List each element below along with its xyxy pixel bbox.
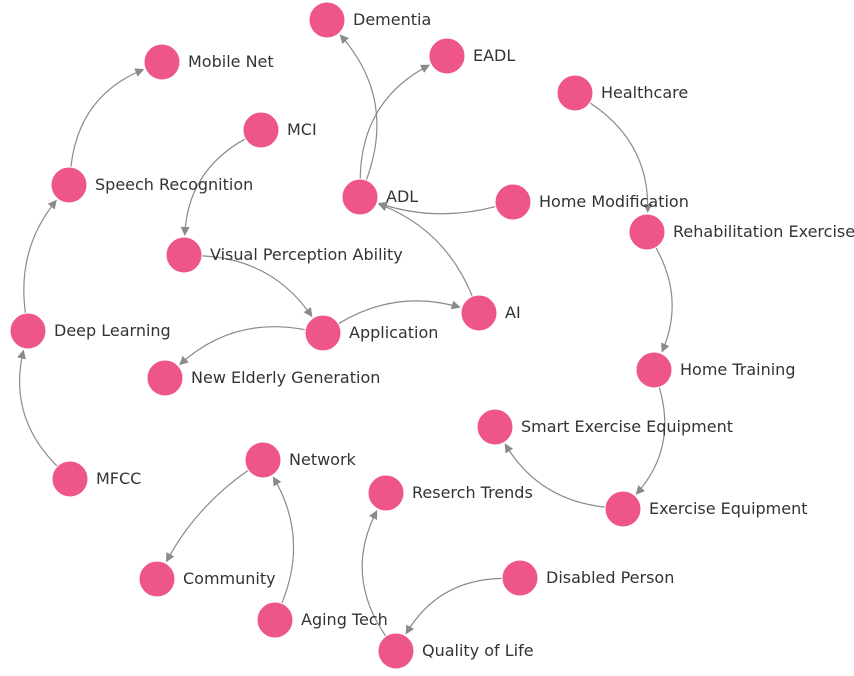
node-circle[interactable] [476, 408, 514, 446]
edge-application-to-ai [338, 300, 461, 325]
edge-adl-to-eadl [359, 64, 430, 180]
node-label: MFCC [96, 469, 141, 488]
node-adl[interactable]: ADL [341, 178, 418, 216]
node-circle[interactable] [460, 294, 498, 332]
node-eadl[interactable]: EADL [428, 37, 515, 75]
node-circle[interactable] [143, 43, 181, 81]
edge-ai-to-adl [377, 202, 473, 297]
node-mfcc[interactable]: MFCC [51, 460, 141, 498]
edge-application-to-new-elderly-generation [179, 326, 306, 366]
node-circle[interactable] [242, 111, 280, 149]
node-rehabilitation-exercise[interactable]: Rehabilitation Exercise [628, 213, 854, 251]
node-label: Exercise Equipment [649, 499, 808, 518]
node-disabled-person[interactable]: Disabled Person [501, 559, 674, 597]
node-exercise-equipment[interactable]: Exercise Equipment [604, 490, 808, 528]
node-new-elderly-generation[interactable]: New Elderly Generation [146, 359, 380, 397]
node-label: Aging Tech [301, 610, 388, 629]
node-network[interactable]: Network [244, 441, 357, 479]
node-circle[interactable] [604, 490, 642, 528]
node-label: New Elderly Generation [191, 368, 380, 387]
node-speech-recognition[interactable]: Speech Recognition [50, 166, 253, 204]
node-home-training[interactable]: Home Training [635, 351, 795, 389]
node-circle[interactable] [146, 359, 184, 397]
node-deep-learning[interactable]: Deep Learning [9, 312, 171, 350]
node-circle[interactable] [256, 601, 294, 639]
node-visual-perception-ability[interactable]: Visual Perception Ability [165, 236, 403, 274]
node-label: ADL [386, 187, 418, 206]
node-label: Network [289, 450, 357, 469]
edge-healthcare-to-rehabilitation-exercise [589, 102, 653, 213]
edge-rehabilitation-exercise-to-home-training [655, 247, 673, 353]
node-label: Mobile Net [188, 52, 274, 71]
node-circle[interactable] [628, 213, 666, 251]
edge-exercise-equipment-to-smart-exercise-equipment [504, 443, 606, 508]
node-label: Home Training [680, 360, 795, 379]
node-label: Smart Exercise Equipment [521, 417, 733, 436]
edge-deep-learning-to-speech-recognition [23, 199, 57, 314]
node-label: Community [183, 569, 276, 588]
node-circle[interactable] [9, 312, 47, 350]
edge-quality-of-life-to-reserch-trends [361, 510, 387, 637]
node-circle[interactable] [635, 351, 673, 389]
node-circle[interactable] [244, 441, 282, 479]
node-label: Healthcare [601, 83, 688, 102]
node-smart-exercise-equipment[interactable]: Smart Exercise Equipment [476, 408, 733, 446]
node-circle[interactable] [377, 632, 415, 670]
node-label: AI [505, 303, 521, 322]
node-mci[interactable]: MCI [242, 111, 317, 149]
node-home-modification[interactable]: Home Modification [494, 183, 689, 221]
node-circle[interactable] [50, 166, 88, 204]
node-healthcare[interactable]: Healthcare [556, 74, 688, 112]
node-label: EADL [473, 46, 515, 65]
node-label: MCI [287, 120, 317, 139]
edge-home-modification-to-adl [378, 201, 496, 215]
node-application[interactable]: Application [304, 314, 438, 352]
node-ai[interactable]: AI [460, 294, 521, 332]
node-label: Rehabilitation Exercise [673, 222, 854, 241]
node-dementia[interactable]: Dementia [308, 1, 431, 39]
node-circle[interactable] [51, 460, 89, 498]
node-label: Home Modification [539, 192, 689, 211]
edge-mfcc-to-deep-learning [17, 349, 58, 467]
node-community[interactable]: Community [138, 560, 276, 598]
node-aging-tech[interactable]: Aging Tech [256, 601, 388, 639]
node-circle[interactable] [304, 314, 342, 352]
edge-adl-to-dementia [339, 34, 378, 181]
node-label: Deep Learning [54, 321, 171, 340]
node-label: Quality of Life [422, 641, 534, 660]
node-circle[interactable] [494, 183, 532, 221]
node-label: Reserch Trends [412, 483, 533, 502]
node-label: Visual Perception Ability [210, 245, 403, 264]
node-mobile-net[interactable]: Mobile Net [143, 43, 274, 81]
edge-aging-tech-to-network [272, 476, 295, 604]
edge-home-training-to-exercise-equipment [635, 387, 666, 495]
edge-mci-to-visual-perception-ability [180, 138, 246, 236]
node-label: Speech Recognition [95, 175, 253, 194]
node-circle[interactable] [308, 1, 346, 39]
edge-network-to-community [165, 469, 249, 563]
node-circle[interactable] [165, 236, 203, 274]
node-label: Disabled Person [546, 568, 674, 587]
node-reserch-trends[interactable]: Reserch Trends [367, 474, 533, 512]
node-label: Dementia [353, 10, 431, 29]
edge-speech-recognition-to-mobile-net [70, 68, 145, 168]
node-label: Application [349, 323, 438, 342]
edge-disabled-person-to-quality-of-life [405, 577, 503, 635]
edges-layer [17, 34, 673, 637]
node-circle[interactable] [341, 178, 379, 216]
node-circle[interactable] [428, 37, 466, 75]
node-circle[interactable] [138, 560, 176, 598]
node-circle[interactable] [367, 474, 405, 512]
node-quality-of-life[interactable]: Quality of Life [377, 632, 534, 670]
edge-visual-perception-ability-to-application [201, 255, 313, 318]
node-circle[interactable] [501, 559, 539, 597]
node-circle[interactable] [556, 74, 594, 112]
